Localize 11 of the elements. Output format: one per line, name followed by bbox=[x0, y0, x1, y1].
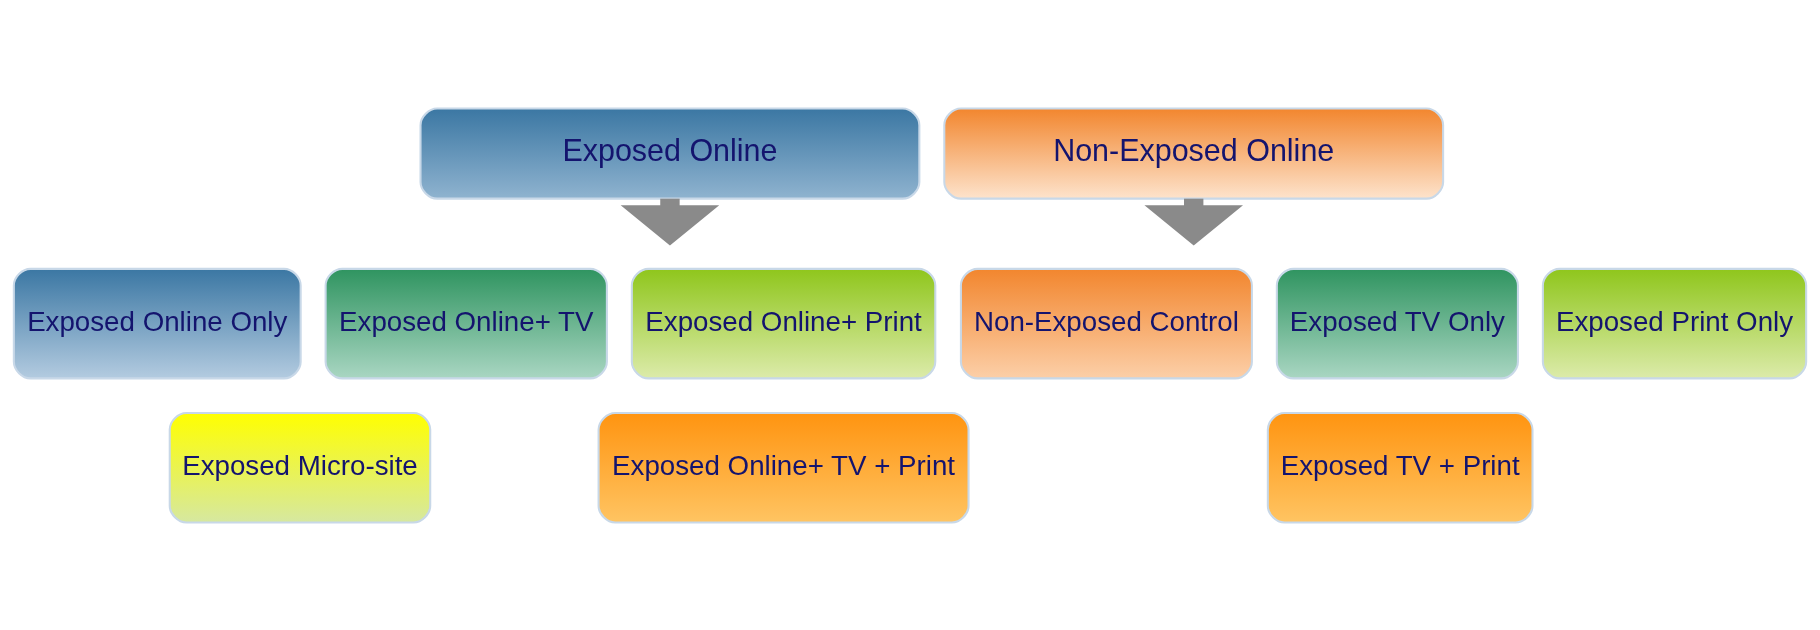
node-box: Non-Exposed Online bbox=[943, 107, 1445, 200]
node-box: Exposed Online+ TV bbox=[324, 267, 608, 379]
node-box: Exposed Micro-site bbox=[168, 411, 432, 523]
node-box: Exposed Online Only bbox=[12, 267, 302, 379]
node-box: Exposed Online bbox=[419, 107, 921, 200]
node-box: Exposed Online+ Print bbox=[630, 267, 937, 379]
node-box: Exposed TV + Print bbox=[1266, 411, 1534, 523]
node-box: Exposed Print Only bbox=[1541, 267, 1808, 379]
node-box: Exposed TV Only bbox=[1275, 267, 1519, 379]
node-box: Exposed Online+ TV + Print bbox=[597, 411, 970, 523]
node-box: Non-Exposed Control bbox=[959, 267, 1253, 379]
